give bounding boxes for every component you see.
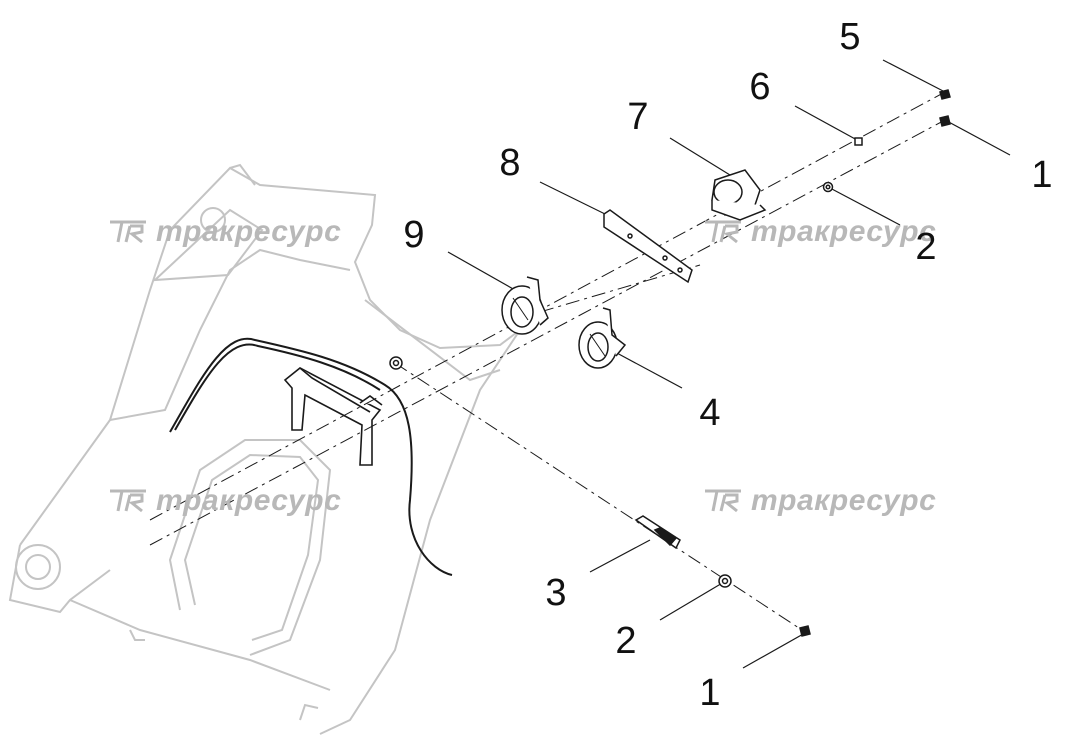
- loader-frame-outline: [8, 163, 521, 735]
- callout-8: 8: [499, 142, 521, 184]
- watermark-text: тракресурс: [751, 215, 937, 248]
- part-horn-left: [501, 276, 549, 335]
- small-hardware: [389, 89, 951, 637]
- logo-icon: [110, 489, 146, 513]
- callout-7: 7: [627, 96, 649, 138]
- assembly-center-lines: [149, 91, 946, 633]
- watermark-bottom-right: тракресурс: [703, 484, 936, 518]
- wiring-harness: [169, 337, 453, 576]
- callout-1-top: 1: [1031, 154, 1053, 196]
- logo-icon: [705, 489, 741, 513]
- watermark-top-left: тракресурс: [108, 215, 341, 249]
- leader-lines: [447, 59, 1011, 669]
- callout-2-top: 2: [915, 226, 937, 268]
- watermark-text: тракресурс: [751, 484, 937, 517]
- part-alarm-unit: [711, 169, 767, 221]
- watermark-bottom-left: тракресурс: [108, 484, 341, 518]
- callout-2-bottom: 2: [615, 620, 637, 662]
- watermark-text: тракресурс: [156, 484, 342, 517]
- watermark-top-right: тракресурс: [703, 215, 936, 249]
- callout-1-bottom: 1: [699, 672, 721, 714]
- callout-4: 4: [699, 392, 721, 434]
- callout-6: 6: [749, 66, 771, 108]
- logo-icon: [110, 220, 146, 244]
- logo-icon: [705, 220, 741, 244]
- part-mounting-plate: [603, 209, 693, 284]
- callout-3: 3: [545, 572, 567, 614]
- watermark-text: тракресурс: [156, 215, 342, 248]
- part-sensor: [634, 515, 681, 550]
- callout-9: 9: [403, 214, 425, 256]
- callout-5: 5: [839, 16, 861, 58]
- part-horn-right: [578, 307, 627, 369]
